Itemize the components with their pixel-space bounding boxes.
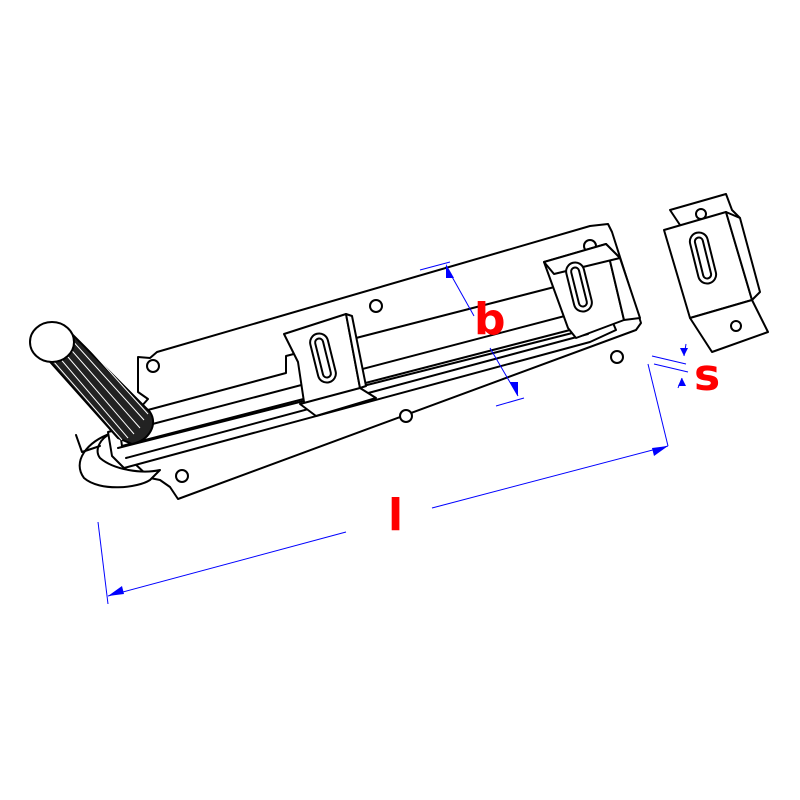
dimension-l [97, 363, 669, 605]
screw-hole [369, 299, 383, 313]
middle-guide-foot [299, 387, 377, 417]
dimension-label-width: b [474, 294, 506, 345]
right-guide-slot-inner [570, 266, 588, 308]
dimension-label-length: l [388, 490, 403, 541]
arrow-head [510, 382, 518, 396]
arrow-head [680, 348, 688, 356]
keeper-side [725, 211, 761, 301]
middle-guide-side [345, 313, 367, 389]
bolt-crank-inner [75, 434, 101, 453]
barrel-bolt [29, 223, 642, 500]
knurled-knob [29, 321, 155, 446]
screw-hole [146, 359, 160, 373]
middle-guide-slot-inner [314, 337, 332, 379]
screw-hole [610, 350, 624, 364]
keeper-bottom-tab [689, 299, 769, 353]
bolt-crank [78, 432, 161, 489]
right-guide-top [543, 243, 621, 275]
screw-hole [175, 469, 189, 483]
knob-end [29, 321, 75, 363]
screw-hole [399, 409, 413, 423]
dimension-s [651, 343, 689, 389]
dimension-b [419, 261, 525, 407]
keeper-slot-inner [693, 236, 713, 280]
arrow-head [446, 264, 454, 278]
arrow-head [652, 446, 668, 456]
arrow-head [108, 586, 124, 596]
keeper-hole [730, 320, 742, 332]
arrow-head [678, 378, 686, 386]
keeper-staple [663, 193, 769, 353]
dimension-label-thickness: s [694, 350, 720, 401]
